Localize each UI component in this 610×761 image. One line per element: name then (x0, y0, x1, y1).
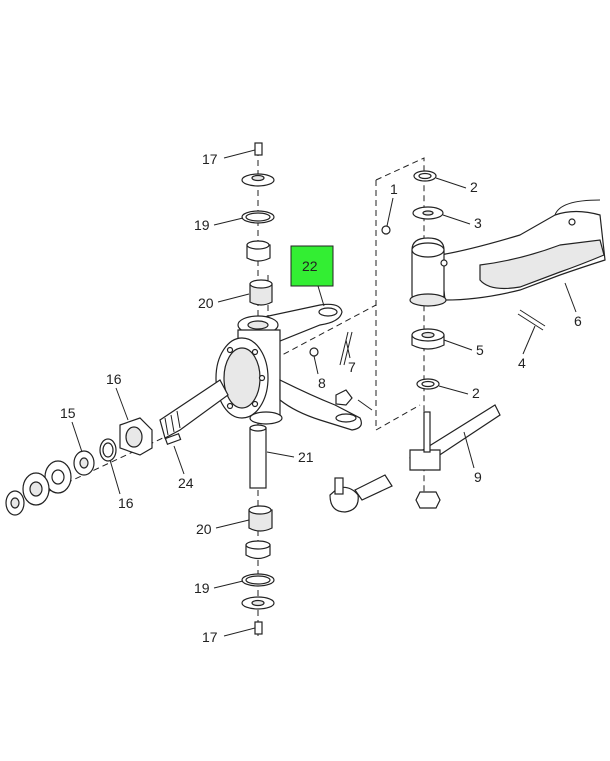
svg-text:21: 21 (298, 449, 314, 465)
callout-20-lower[interactable]: 20 (196, 519, 250, 537)
callout-4[interactable]: 4 (518, 325, 536, 371)
callout-19-lower[interactable]: 19 (194, 580, 244, 596)
svg-text:24: 24 (178, 475, 194, 491)
svg-text:4: 4 (518, 355, 526, 371)
svg-text:2: 2 (470, 179, 478, 195)
axle-beam (409, 199, 606, 307)
callout-2-upper[interactable]: 2 (435, 177, 478, 195)
svg-text:16: 16 (118, 495, 134, 511)
svg-text:8: 8 (318, 375, 326, 391)
svg-text:22: 22 (302, 258, 318, 274)
axle-pin-hardware (381, 170, 546, 390)
spindle-nut-stack (5, 417, 182, 516)
callout-17-upper[interactable]: 17 (202, 149, 256, 167)
king-pin-stack (241, 142, 275, 635)
callout-22-highlighted[interactable]: 22 (290, 245, 334, 307)
arm-bolt-and-nut (309, 331, 373, 411)
svg-text:3: 3 (474, 215, 482, 231)
callout-21[interactable]: 21 (266, 449, 314, 465)
highlight-box (290, 245, 334, 287)
svg-text:19: 19 (194, 217, 210, 233)
svg-text:2: 2 (472, 385, 480, 401)
svg-text:19: 19 (194, 580, 210, 596)
callout-24[interactable]: 24 (173, 445, 194, 491)
tie-rod (329, 404, 501, 513)
callout-2-lower[interactable]: 2 (438, 385, 480, 401)
callout-16-upper[interactable]: 16 (106, 371, 129, 421)
callout-8[interactable]: 8 (313, 355, 326, 391)
svg-text:15: 15 (60, 405, 76, 421)
callout-7[interactable]: 7 (345, 339, 356, 375)
svg-text:17: 17 (202, 151, 218, 167)
callout-17-lower[interactable]: 17 (202, 627, 256, 645)
svg-text:20: 20 (198, 295, 214, 311)
svg-text:5: 5 (476, 342, 484, 358)
svg-text:17: 17 (202, 629, 218, 645)
callout-3[interactable]: 3 (442, 214, 482, 231)
callout-1[interactable]: 1 (386, 181, 398, 227)
svg-text:16: 16 (106, 371, 122, 387)
svg-text:6: 6 (574, 313, 582, 329)
steering-knuckle (159, 303, 362, 439)
callout-20-upper[interactable]: 20 (198, 293, 250, 311)
callout-19-upper[interactable]: 19 (194, 217, 244, 233)
callout-16-lower[interactable]: 16 (109, 459, 134, 511)
callout-5[interactable]: 5 (443, 339, 484, 358)
callout-15[interactable]: 15 (60, 405, 83, 453)
svg-text:7: 7 (348, 359, 356, 375)
svg-text:9: 9 (474, 469, 482, 485)
callout-9[interactable]: 9 (463, 431, 482, 485)
svg-text:1: 1 (390, 181, 398, 197)
callout-6[interactable]: 6 (564, 282, 582, 329)
svg-text:20: 20 (196, 521, 212, 537)
